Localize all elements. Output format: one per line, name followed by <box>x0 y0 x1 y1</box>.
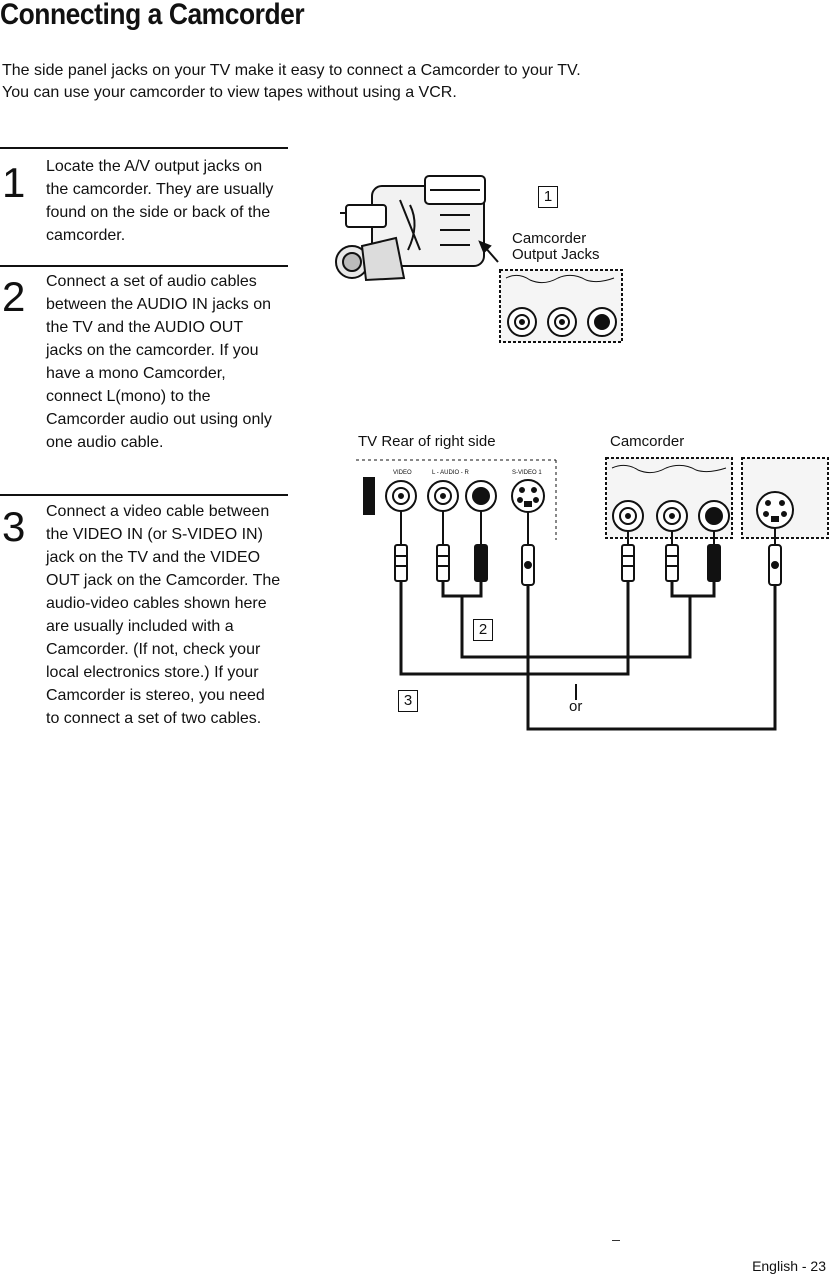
intro-line-1: The side panel jacks on your TV make it … <box>2 62 581 79</box>
step-2-rule <box>0 265 288 267</box>
camcorder-output-label-line2: Output Jacks <box>512 246 600 263</box>
camcorder-jack-panel <box>605 457 829 539</box>
callout-3: 3 <box>398 690 418 712</box>
step-3-number: 3 <box>2 503 26 550</box>
callout-2: 2 <box>473 619 493 641</box>
camcorder-label: Camcorder <box>610 433 685 450</box>
step-1-text: Locate the A/V output jacks on the camco… <box>46 158 274 244</box>
intro-text: The side panel jacks on your TV make it … <box>2 60 822 104</box>
camcorder-illustration <box>335 175 486 282</box>
tv-rear-label: TV Rear of right side <box>358 433 496 450</box>
step-2-text: Connect a set of audio cables between th… <box>46 273 272 451</box>
tv-side-panel <box>356 459 557 540</box>
jack-label-audio: L - AUDIO - R <box>432 470 469 476</box>
intro-line-2: You can use your camcorder to view tapes… <box>2 84 457 101</box>
side-tag: AV IN 2 <box>380 477 387 501</box>
footer-dash <box>612 1240 620 1241</box>
jack-label-video: VIDEO <box>393 470 412 476</box>
jack-label-svideo: S-VIDEO 1 <box>512 470 542 476</box>
step-2-number: 2 <box>2 273 26 320</box>
step-1-rule <box>0 147 288 149</box>
step-3-text: Connect a video cable between the VIDEO … <box>46 503 281 727</box>
step-1-number: 1 <box>2 159 26 206</box>
camcorder-output-jacks-panel <box>499 269 623 343</box>
camcorder-output-label-line1: Camcorder <box>512 230 587 247</box>
page-title: Connecting a Camcorder <box>0 0 305 31</box>
tv-cable-plugs <box>394 511 535 586</box>
pointer-arrow <box>478 240 499 263</box>
cables <box>399 581 777 731</box>
page-number: English - 23 <box>752 1258 826 1274</box>
step-3-rule <box>0 494 288 496</box>
or-label: or <box>569 698 583 715</box>
callout-1: 1 <box>538 186 558 208</box>
camcorder-cable-plugs <box>621 528 782 586</box>
tv-jack-labels: VIDEO L - AUDIO - R S-VIDEO 1 AV IN 2 <box>380 470 542 501</box>
